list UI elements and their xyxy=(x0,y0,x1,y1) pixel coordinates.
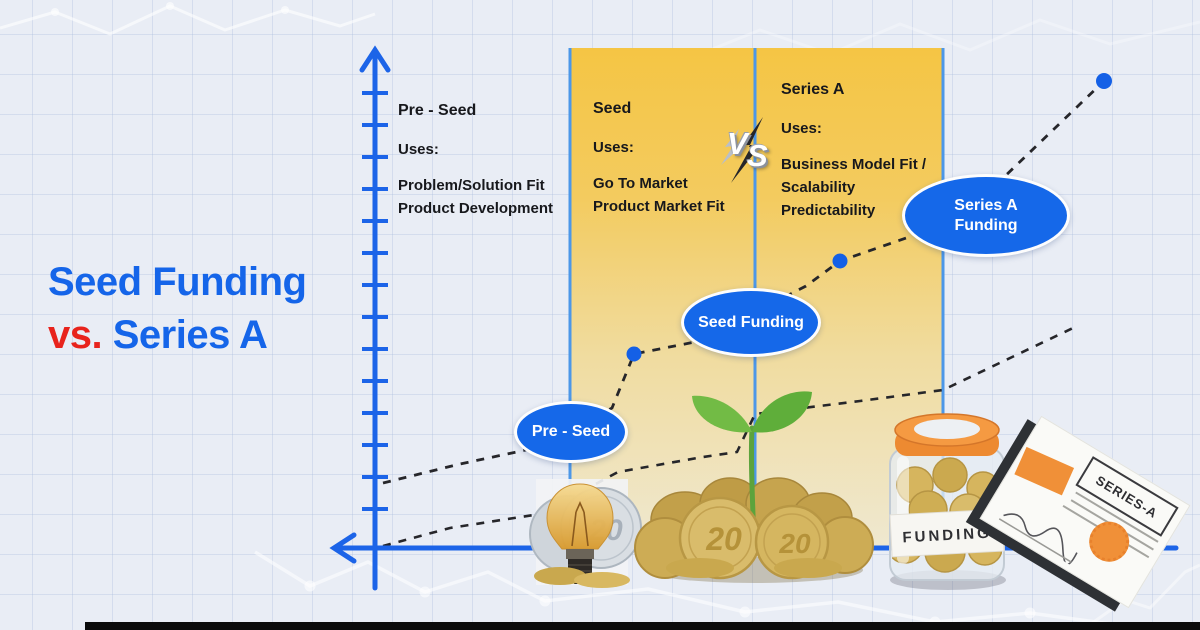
title-line-2: vs. Series A xyxy=(48,309,306,362)
series-a-use-2: Scalability xyxy=(781,179,856,196)
bubble-series-a-line-2: Funding xyxy=(954,216,1018,234)
bubble-seed-funding-label: Seed Funding xyxy=(698,313,804,331)
svg-text:20: 20 xyxy=(705,521,742,557)
vs-letter-v: V xyxy=(727,126,748,161)
pre-seed-use-1: Problem/Solution Fit xyxy=(398,177,545,194)
column-pre-seed: Pre - Seed Uses: Problem/Solution Fit Pr… xyxy=(398,102,573,220)
series-a-uses-label: Uses: xyxy=(781,120,822,137)
bubble-pre-seed: Pre - Seed xyxy=(514,401,628,463)
pre-seed-heading: Pre - Seed xyxy=(398,102,477,119)
bubble-pre-seed-label: Pre - Seed xyxy=(531,423,611,440)
bottom-black-bar xyxy=(85,622,1200,630)
series-a-document-illustration: SERIES-A xyxy=(979,415,1191,609)
column-series-a: Series A Uses: Business Model Fit / Scal… xyxy=(781,81,946,222)
y-axis-ticks xyxy=(362,91,388,511)
lightbulb-coins-illustration: 20 xyxy=(529,479,642,588)
seed-heading: Seed xyxy=(593,100,632,117)
bubble-series-a-line-1: Series A xyxy=(954,196,1018,214)
y-axis-arrow-icon xyxy=(359,45,391,73)
series-a-heading: Series A xyxy=(781,81,845,98)
page-title: Seed Funding vs. Series A xyxy=(48,256,307,362)
pre-seed-use-2: Product Development xyxy=(398,200,554,217)
bubble-seed-funding: Seed Funding xyxy=(681,288,821,357)
pre-seed-uses-label: Uses: xyxy=(398,141,439,158)
title-series-a: Series A xyxy=(102,313,268,357)
vs-badge: V S xyxy=(719,117,781,183)
title-line-1: Seed Funding xyxy=(48,260,307,304)
trend-dots xyxy=(626,73,1112,362)
funding-jar-illustration: FUNDING xyxy=(889,413,1006,590)
lightning-bolt-icon xyxy=(721,117,763,183)
seed-uses-label: Uses: xyxy=(593,139,634,156)
vs-letter-s: S xyxy=(747,138,768,173)
x-axis-arrow-icon xyxy=(329,532,357,564)
svg-text:FUNDING: FUNDING xyxy=(902,525,992,547)
bubble-series-a-funding: Series A Funding xyxy=(902,174,1070,257)
seed-use-1: Go To Market xyxy=(593,175,688,192)
document-orange-block xyxy=(1014,446,1075,496)
series-a-use-1: Business Model Fit / xyxy=(781,156,927,173)
title-vs-accent: vs. xyxy=(48,313,103,357)
svg-text:20: 20 xyxy=(778,528,811,559)
column-seed: Seed Uses: Go To Market Product Market F… xyxy=(593,100,758,218)
secondary-dashed-line xyxy=(382,326,1074,548)
series-a-use-3: Predictability xyxy=(781,202,876,219)
sprout-coin-pile-illustration: 20 20 xyxy=(634,391,874,583)
document-signature-icon xyxy=(998,513,1078,566)
seed-use-2: Product Market Fit xyxy=(593,198,725,215)
